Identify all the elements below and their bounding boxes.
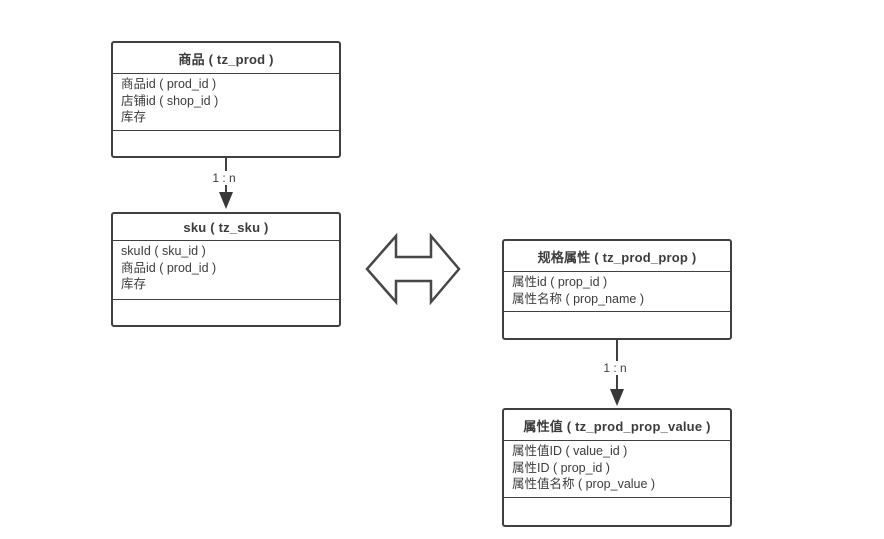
entity-field: 商品id ( prod_id ) — [121, 260, 217, 275]
entity-title: sku ( tz_sku ) — [113, 214, 339, 241]
entity-prod-table: 商品 ( tz_prod ) 商品id ( prod_id ) 店铺id ( sh… — [111, 41, 341, 158]
entity-title: 商品 ( tz_prod ) — [113, 43, 339, 74]
entity-field: 属性值名称 ( prop_value ) — [512, 477, 656, 491]
entity-prod-prop-table: 规格属性 ( tz_prod_prop ) 属性id ( prop_id )属性… — [502, 239, 732, 340]
entity-fields: skuId ( sku_id ) 商品id ( prod_id ) 库存 — [113, 241, 339, 300]
relation-label-prod-sku: 1 : n — [205, 171, 243, 185]
entity-footer — [504, 312, 730, 338]
entity-field: 属性ID ( prop_id ) — [512, 460, 610, 475]
relation-label-prop-value: 1 : n — [596, 361, 634, 375]
entity-field: 店铺id ( shop_id ) — [121, 93, 219, 108]
entity-title: 规格属性 ( tz_prod_prop ) — [504, 241, 730, 272]
entity-prod-prop-value-table: 属性值 ( tz_prod_prop_value ) 属性值ID ( value… — [502, 408, 732, 527]
entity-field: 库存 — [121, 110, 147, 124]
entity-title: 属性值 ( tz_prod_prop_value ) — [504, 410, 730, 441]
entity-footer — [113, 131, 339, 156]
entity-fields: 商品id ( prod_id ) 店铺id ( shop_id ) 库存 — [113, 74, 339, 131]
entity-field: 商品id ( prod_id ) — [121, 77, 217, 91]
entity-footer — [504, 498, 730, 525]
entity-sku-table: sku ( tz_sku ) skuId ( sku_id ) 商品id ( pr… — [111, 212, 341, 327]
entity-field: 属性id ( prop_id ) — [512, 275, 608, 289]
entity-field: 属性名称 ( prop_name ) — [512, 291, 644, 306]
entity-field: 库存 — [121, 277, 147, 291]
entity-footer — [113, 300, 339, 325]
entity-fields: 属性值ID ( value_id ) 属性ID ( prop_id ) 属性值名称 … — [504, 441, 730, 498]
entity-fields: 属性id ( prop_id ) 属性名称 ( prop_name ) — [504, 272, 730, 312]
entity-field: 属性值ID ( value_id ) — [512, 444, 628, 458]
double-arrow — [365, 232, 461, 306]
entity-field: skuId ( sku_id ) — [121, 244, 206, 258]
